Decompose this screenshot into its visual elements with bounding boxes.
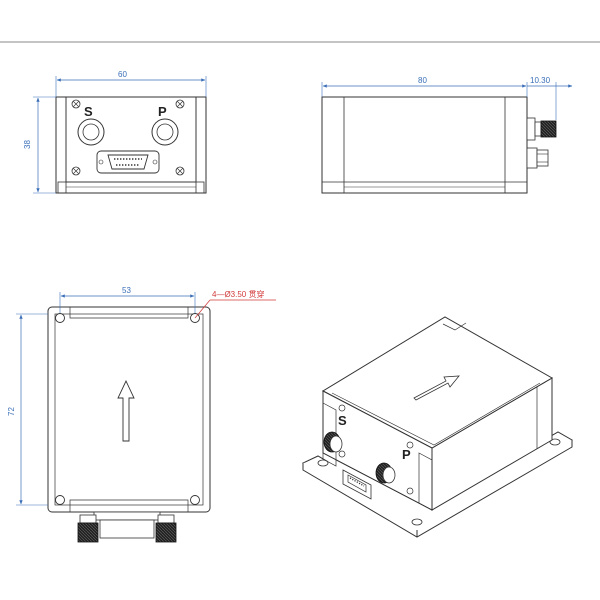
top-view: 53 72 4—Ø3.50 贯穿 [7, 286, 276, 543]
side-length-dim: 80 [418, 76, 427, 85]
connector-s-icon [77, 118, 105, 146]
dsub-connector-icon [96, 150, 160, 174]
front-width-dim: 60 [118, 70, 127, 79]
direction-arrow-icon [117, 379, 135, 442]
screw-icon [71, 99, 185, 176]
front-port-s-label: S [84, 104, 93, 119]
top-length-dim: 72 [7, 407, 16, 416]
top-hole-spacing-dim: 53 [122, 286, 131, 295]
connector-p-icon [151, 118, 179, 146]
front-height-dim: 38 [23, 140, 32, 149]
iso-port-p-label: P [402, 447, 411, 462]
hole-note: 4—Ø3.50 贯穿 [212, 289, 264, 299]
front-view: S P 60 38 [23, 70, 207, 194]
top-view-connectors-icon [77, 511, 177, 543]
iso-port-s-label: S [338, 413, 347, 428]
side-connector-icon [526, 117, 557, 169]
iso-view: S P [301, 316, 574, 538]
side-connector-dim: 10.30 [530, 76, 551, 85]
iso-connector-p-icon [375, 462, 396, 484]
iso-dsub-connector-icon [342, 469, 372, 500]
side-view: 80 10.30 [321, 76, 573, 194]
iso-direction-arrow-icon [413, 375, 460, 401]
front-port-p-label: P [158, 104, 167, 119]
iso-connector-s-icon [323, 431, 343, 453]
